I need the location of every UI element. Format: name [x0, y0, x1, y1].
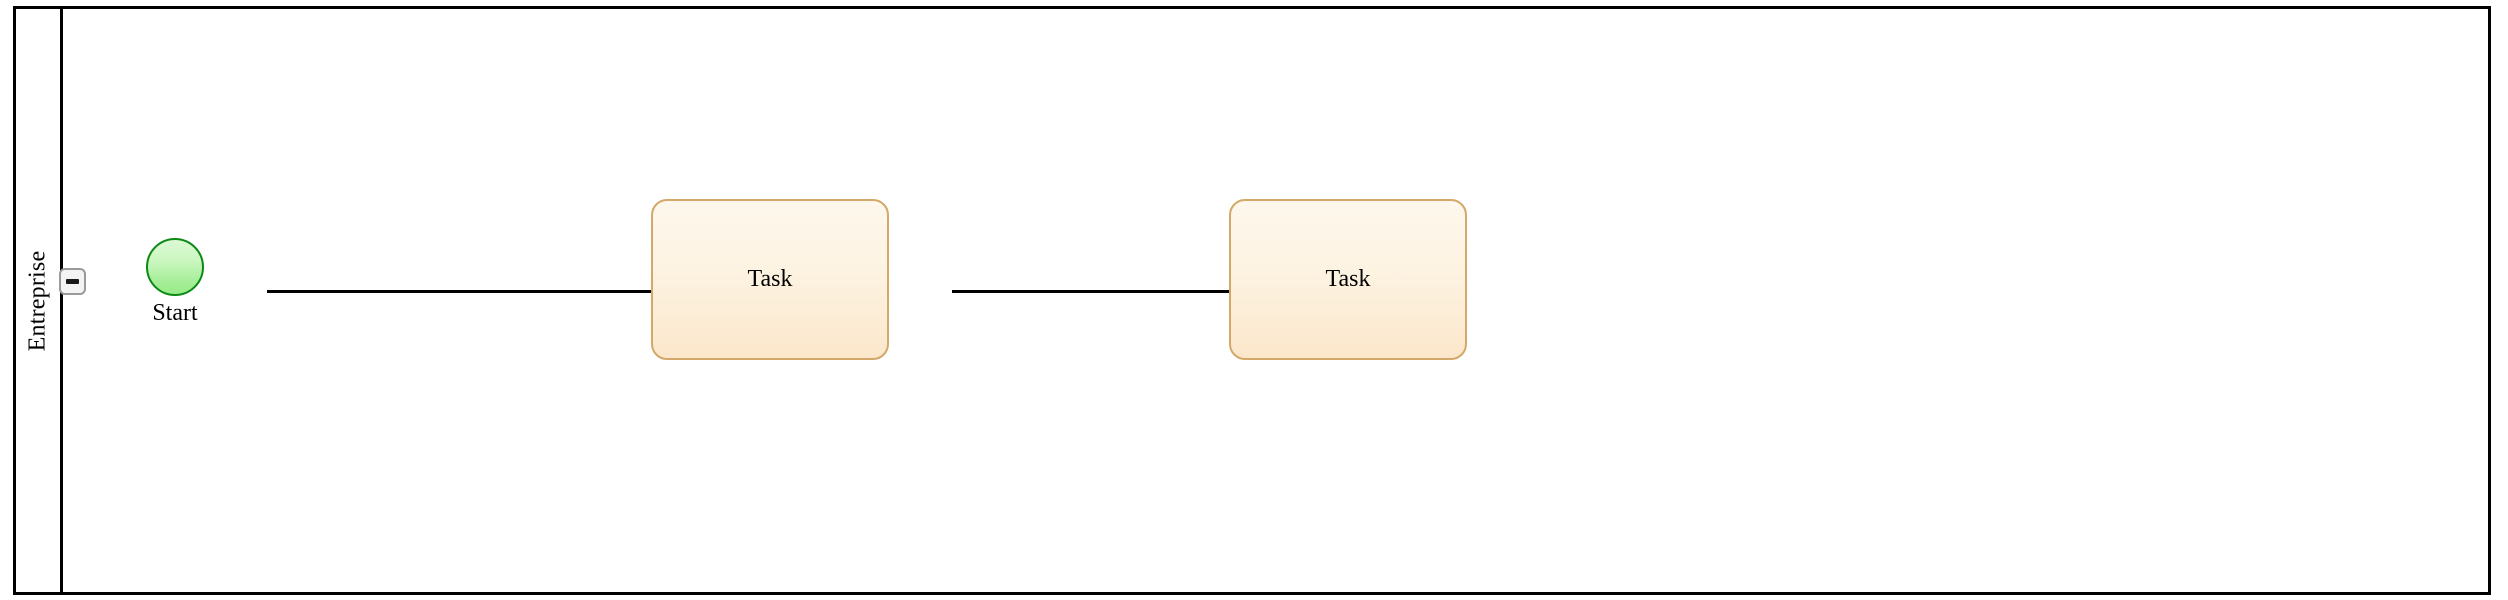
- task-node-1[interactable]: Task: [651, 199, 889, 360]
- start-event-circle: [146, 238, 204, 296]
- task-label: Task: [747, 266, 793, 292]
- task-label: Task: [1325, 266, 1371, 292]
- start-event-label: Start: [152, 300, 198, 326]
- pool-collapse-button[interactable]: [59, 268, 86, 295]
- task-node-2[interactable]: Task: [1229, 199, 1467, 360]
- pool-name-label: Entreprise: [24, 250, 51, 351]
- flow-line: [952, 290, 1277, 293]
- flow-line: [267, 290, 699, 293]
- pool-header[interactable]: Entreprise: [16, 9, 63, 592]
- start-event[interactable]: Start: [146, 238, 204, 326]
- minus-icon: [66, 279, 79, 284]
- pool-entreprise[interactable]: Entreprise: [13, 6, 2491, 595]
